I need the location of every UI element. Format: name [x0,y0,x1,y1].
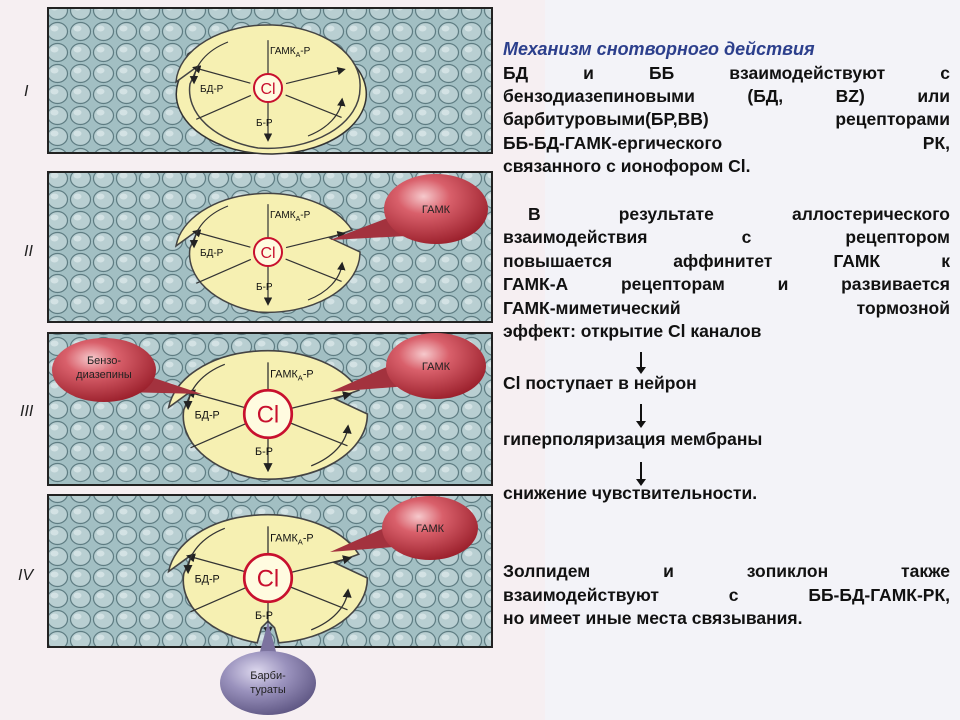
p1-line-3: барбитуровыми(БР,ВВ) рецепторами [503,109,950,129]
panel-2-roman: II [24,243,33,260]
bd-receptor-label: БД-Р [200,84,224,95]
flow-arrow-1 [636,352,646,374]
panel-4-roman: IV [18,567,34,584]
receptor-spoke [196,258,252,284]
receptor-spoke [286,585,348,611]
receptor-spoke [192,229,251,248]
panel-3-roman: III [20,403,34,420]
p3-line-2: взаимодействуют с ББ-БД-ГАМК-РК, [503,585,950,605]
chloride-label: Cl [257,566,279,593]
step-3: снижение чувствительности. [503,483,758,503]
receptor-arc [183,363,226,411]
receptor-3: Cl ГАМКА-Р БД-Р Б-Р [167,349,369,480]
benzo-ligand-3: Бензо- диазепины [52,338,202,402]
chloride-channel [253,237,283,267]
receptor-spoke [285,258,342,282]
gaba-a-receptor-label: ГАМКА-Р [270,210,311,223]
bd-receptor-label: БД-Р [195,573,220,585]
receptor-arc [310,588,352,631]
p2-line-2: взаимодействия с рецептором [503,227,950,247]
barb-ligand-label-1: Барби- [250,670,286,682]
gaba-ligand-4: ГАМК [330,496,478,560]
barbiturate-ligand-4: Барби- тураты [220,622,316,715]
b-receptor-label: Б-Р [256,282,273,293]
flow-arrow-2 [636,404,646,428]
receptor-spoke [285,230,346,249]
gaba-ligand-4-label: ГАМК [416,523,445,535]
receptor-diagram: I II III IV ClГАМКА-РБД-РБ-РClГАМКА-РБД-… [18,7,493,715]
panel-1-roman: I [24,83,29,100]
benzo-ligand-label-1: Бензо- [87,355,121,367]
chloride-label: Cl [257,402,279,429]
receptor-arc [307,97,346,137]
flow-arrow-3 [636,462,646,486]
text-background [545,0,960,720]
receptor-spoke [285,94,342,118]
gaba-ligand-3: ГАМК [330,333,486,399]
gaba-ligand-2: ГАМК [330,174,488,244]
p1-line-1: БД и ББ взаимодействуют с [503,63,950,83]
receptor-spoke [186,389,250,410]
gaba-ligand-2-label: ГАМК [422,204,451,216]
receptor-spoke [285,66,346,85]
receptor-arc [183,527,226,575]
receptor-4: Cl ГАМКА-Р БД-Р Б-Р [167,513,369,644]
slide-title: Механизм снотворного действия [503,39,815,59]
gaba-a-receptor-label: ГАМКА-Р [270,368,313,382]
receptor-arc [189,41,229,85]
b-receptor-label: Б-Р [255,446,273,458]
step-1: Cl поступает в нейрон [503,373,697,393]
receptor-arc [307,261,346,301]
receptor-spoke [286,421,348,447]
p1-line-5: связанного с ионофором Cl. [503,156,751,176]
receptor-spoke [196,94,252,120]
bd-receptor-label: БД-Р [200,248,224,259]
p1-line-2: бензодиазепиновыми (БД, BZ) или [503,86,950,106]
receptor-spoke [186,553,250,574]
chloride-channel [253,73,283,103]
p2-line-5: ГАМК-миметический тормозной [503,298,950,318]
p2-line-6: эффект: открытие Cl каналов [503,321,762,341]
receptor-spoke [287,555,352,574]
receptor-arc [310,424,352,467]
receptor-spoke [287,391,352,410]
receptor-spoke [192,65,251,84]
gaba-ligand-3-label: ГАМК [422,361,451,373]
chloride-label: Cl [260,81,275,98]
p1-line-4: ББ-БД-ГАМК-ергического РК, [503,133,950,153]
receptor-arc [189,205,229,249]
barb-ligand-label-2: тураты [250,684,286,696]
gaba-a-receptor-label: ГАМКА-Р [270,532,313,546]
receptor-spoke [190,421,250,449]
bd-receptor-label: БД-Р [195,409,220,421]
chloride-channel [242,552,294,604]
p2-line-1: В результате аллостерического [528,204,950,224]
chloride-channel [242,388,294,440]
receptor-spoke [190,585,250,613]
p2-line-4: ГАМК-А рецепторам и развивается [503,274,950,294]
benzo-ligand-label-2: диазепины [76,369,132,381]
gaba-a-receptor-label: ГАМКА-Р [270,46,311,59]
b-receptor-label: Б-Р [256,118,273,129]
p2-line-3: повышается аффинитет ГАМК к [503,251,950,271]
p3-line-1: Золпидем и зопиклон также [503,561,950,581]
step-2: гиперполяризация мембраны [503,429,763,449]
receptor-1: Cl ГАМКА-Р БД-Р Б-Р [175,24,361,150]
chloride-label: Cl [260,245,275,262]
p3-line-3: но имеет иные места связывания. [503,608,803,628]
receptor-2: Cl ГАМКА-Р БД-Р Б-Р [174,192,361,314]
b-receptor-label: Б-Р [255,610,273,622]
